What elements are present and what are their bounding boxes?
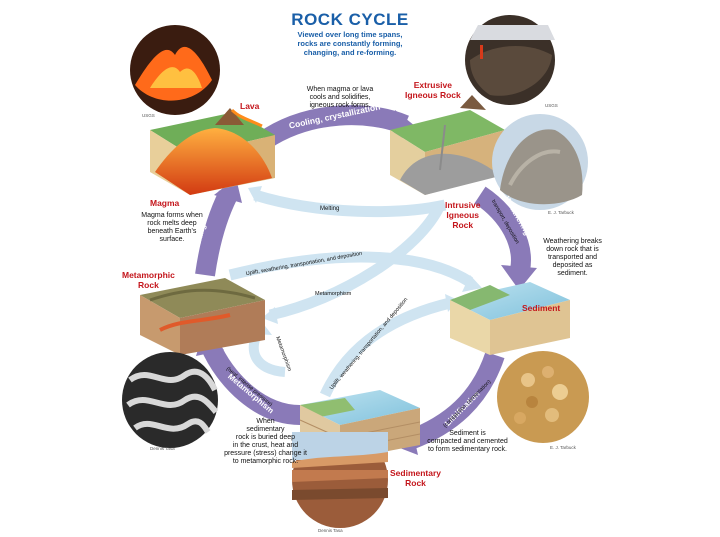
subtitle-line: changing, and re-forming. [303,48,397,57]
extrusive-label: Extrusive Igneous Rock [405,80,461,100]
weathering-note-line: transported and [547,254,598,261]
weathering-note-line: Weathering breaks [543,238,602,245]
melting-arrow-left [195,190,237,277]
metamorphism-arrow [200,340,301,425]
lava-note: When magma or lava cools and solidifies,… [295,86,385,110]
sedimentary-label-line: Sedimentary [390,468,442,478]
extrusive-photo [465,15,555,105]
intrusive-label-line: Igneous [446,210,480,220]
lithification-note-line: to form sedimentary rock. [428,446,507,453]
lava-note-line: When magma or lava [306,86,374,93]
metamorphism-note-line: When [256,418,275,425]
sediment-block [450,282,570,355]
intrusive-label-line: Intrusive [445,200,481,210]
tarbuck-credit-1: E. J. Tarbuck [548,210,574,215]
extrusive-label-line: Igneous Rock [405,90,461,100]
intrusive-photo [492,114,588,210]
sedimentary-photo [292,432,388,528]
intrusive-label: Intrusive Igneous Rock [445,200,480,230]
tarbuck-credit-2: E. J. Tarbuck [550,445,576,450]
metamorphism-arrow-center [268,202,446,321]
metamorphism-note-line: rock is buried deep [235,434,296,441]
sediment-photo [497,351,589,443]
lithification-note-line: Sediment is [449,430,486,437]
melting-arrow-top [253,189,447,218]
diagram-subtitle: Viewed over long time spans, rocks are c… [285,30,415,57]
usgs-credit-1: USGS [142,113,155,118]
lithification-note-line: compacted and cemented [427,438,508,445]
sedimentary-label-line: Rock [405,478,426,488]
metamorphism-note-line: to metamorphic rock. [232,458,299,465]
metamorphic-block [140,278,265,355]
intrusive-block [390,95,505,195]
metamorphism-note-line: in the crust, heat and [232,442,299,449]
sedimentary-label: Sedimentary Rock [390,468,441,488]
magma-note: Magma forms when rock melts deep beneath… [132,212,212,244]
metamorphism-note: When sedimentary rock is buried deep in … [218,418,313,466]
weathering-note-line: down rock that is [546,246,599,253]
metamorphic-label-line: Metamorphic [122,270,175,280]
dennis-credit-1: Dennis Tasa [150,446,175,451]
lava-label: Lava [240,101,260,111]
weathering-note: Weathering breaks down rock that is tran… [535,238,610,278]
subtitle-line: rocks are constantly forming, [297,39,403,48]
melting-arrowhead-top [248,186,262,203]
weathering-note-line: sediment. [557,270,588,277]
magma-note-line: beneath Earth's [147,228,197,235]
dennis-credit-2: Dennis Tasa [318,528,343,533]
weathering-arrowhead [501,265,537,290]
magma-block [150,108,275,195]
subtitle-line: Viewed over long time spans, [297,30,403,39]
metamorphic-photo [122,352,219,448]
weathering-note-line: deposited as [552,262,593,269]
lava-note-line: cools and solidifies, [309,94,371,101]
melting-top-label: Melting [320,206,340,212]
metamorphism-note-line: sedimentary [246,426,285,433]
metamorphism-center-label: Metamorphism [315,291,352,297]
lithification-arrow [406,351,505,450]
intrusive-label-line: Rock [452,220,474,230]
uplift-arrow-upper [228,251,473,287]
magma-note-line: Magma forms when [141,212,203,219]
magma-label: Magma [150,198,180,208]
metamorphic-label-line: Rock [138,280,159,290]
usgs-credit-2: USGS [545,103,558,108]
lava-photo [130,25,220,115]
weathering-arrow [474,186,531,272]
lithification-note: Sediment is compacted and cemented to fo… [420,430,515,454]
metamorphic-label: Metamorphic Rock [122,270,175,290]
sediment-label: Sediment [522,303,561,313]
diagram-title: ROCK CYCLE [291,10,409,29]
uplift-arrow-lower [319,297,452,398]
magma-note-line: rock melts deep [147,220,197,227]
lava-note-line: igneous rock forms. [309,102,371,109]
cooling-arrow [259,105,409,149]
uplift-arrowhead-upper [462,275,482,292]
metamorphism-note-line: pressure (stress) change it [224,450,307,457]
metamorphism-arrowhead-center [262,307,278,324]
magma-note-line: surface. [159,236,185,243]
extrusive-label-line: Extrusive [413,80,452,90]
